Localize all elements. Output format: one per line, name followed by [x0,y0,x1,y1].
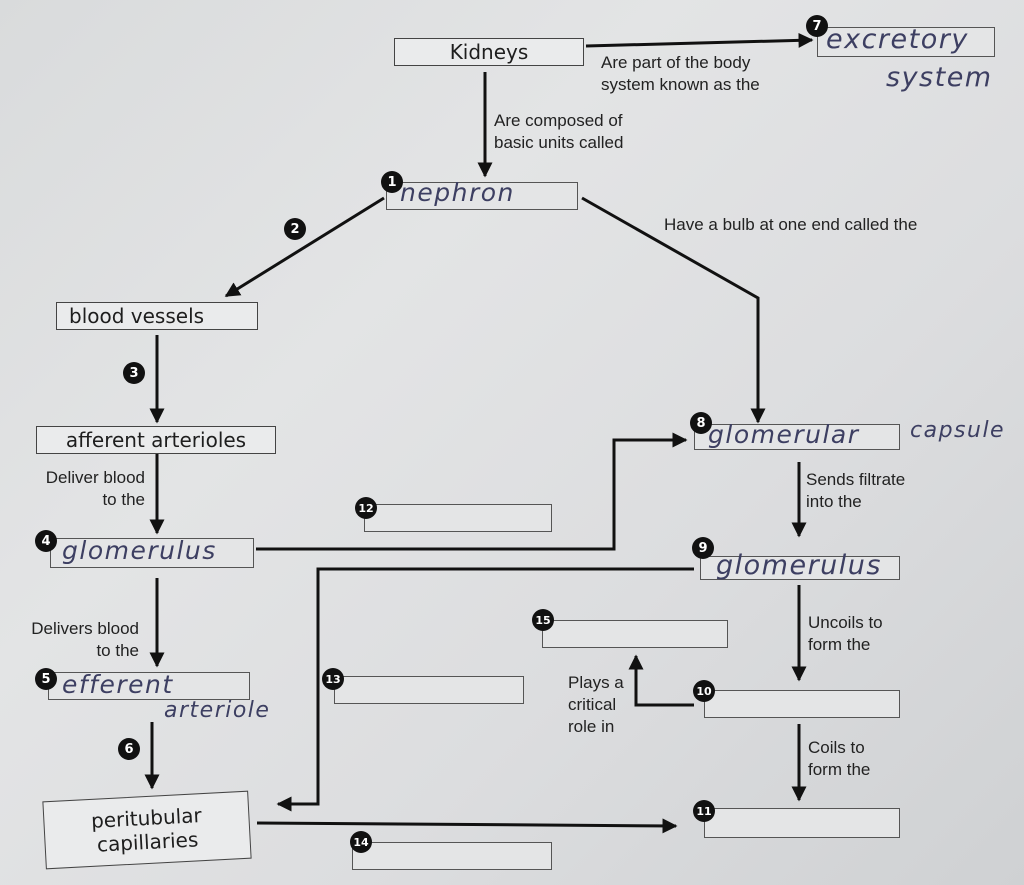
label-plays-critical-role: Plays a critical role in [568,672,624,738]
blood-vessels-box: blood vessels [56,302,258,330]
kidneys-label: Kidneys [449,40,529,64]
label-filtrate-line1: Sends filtrate [806,470,906,489]
label-part-of-line2: system known as the [601,75,760,94]
arrow-kidneys-to-excretory [585,32,814,48]
answer-box-7[interactable] [817,27,995,57]
handwritten-nephron: nephron [400,178,515,207]
arrow-glomerulus-to-glomerular-capsule [256,432,688,551]
badge-6: 6 [118,738,140,760]
label-filtrate-line2: into the [806,492,862,511]
handwritten-glomerulus-4: glomerulus [62,536,217,565]
badge-15: 15 [532,609,554,631]
afferent-arterioles-label: afferent arterioles [65,428,247,452]
badge-4: 4 [35,530,57,552]
handwritten-system: system [886,62,993,93]
answer-box-10[interactable] [704,690,900,718]
badge-2: 2 [284,218,306,240]
label-composed-of: Are composed of basic units called [494,110,623,154]
label-composed-line2: basic units called [494,133,624,152]
answer-box-14[interactable] [352,842,552,870]
label-uncoils-line1: Uncoils to [808,613,883,632]
handwritten-glomerular: glomerular [708,420,860,449]
answer-box-15[interactable] [542,620,728,648]
answer-box-5[interactable] [48,672,250,700]
label-part-of-body-system: Are part of the body system known as the [601,52,760,96]
badge-9: 9 [692,537,714,559]
badge-8: 8 [690,412,712,434]
label-deliver-line1: Deliver blood [45,468,145,487]
badge-14: 14 [350,831,372,853]
handwritten-arteriole: arteriole [164,698,271,723]
badge-7: 7 [806,15,828,37]
label-part-of-line1: Are part of the body [601,53,751,72]
label-uncoils-line2: form the [808,635,871,654]
answer-box-13[interactable] [334,676,524,704]
label-uncoils: Uncoils to form the [808,612,883,656]
badge-3: 3 [123,362,145,384]
answer-box-11[interactable] [704,808,900,838]
label-plays-line2: critical [568,695,617,714]
label-coils-line1: Coils to [808,738,865,757]
label-delivers-blood: Delivers blood to the [4,618,139,662]
arrow-glomerulus-to-peritubular [276,567,694,812]
label-delivers-line1: Delivers blood [31,619,139,638]
badge-10: 10 [693,680,715,702]
label-deliver-blood: Deliver blood to the [20,467,145,511]
label-sends-filtrate: Sends filtrate into the [806,469,905,513]
answer-box-4[interactable] [50,538,254,568]
label-coils-line2: form the [808,760,871,779]
label-deliver-line2: to the [102,490,145,509]
peritubular-capillaries-box: peritubular capillaries [42,790,252,870]
label-plays-line1: Plays a [568,673,624,692]
label-bulb-line1: Have a bulb at one end called the [664,215,918,234]
badge-1: 1 [381,171,403,193]
handwritten-capsule: capsule [910,418,1006,443]
badge-5: 5 [35,668,57,690]
arrow-peritubular-to-box11 [256,818,678,834]
label-bulb: Have a bulb at one end called the [664,214,917,236]
handwritten-efferent: efferent [62,670,174,699]
kidneys-box: Kidneys [394,38,584,66]
label-coils: Coils to form the [808,737,870,781]
peritubular-label-line2: capillaries [96,827,199,857]
answer-box-8[interactable] [694,424,900,450]
badge-12: 12 [355,497,377,519]
arrow-nephron-to-blood-vessels [224,196,385,298]
arrow-nephron-to-glomerular-capsule [581,196,766,424]
afferent-arterioles-box: afferent arterioles [36,426,276,454]
blood-vessels-label: blood vessels [69,304,205,328]
handwritten-glomerulus-9: glomerulus [716,550,882,581]
badge-13: 13 [322,668,344,690]
answer-box-12[interactable] [364,504,552,532]
label-delivers-line2: to the [96,641,139,660]
answer-box-9[interactable] [700,556,900,580]
answer-box-1[interactable] [386,182,578,210]
arrow-box10-to-box15 [628,654,694,707]
label-plays-line3: role in [568,717,615,736]
badge-11: 11 [693,800,715,822]
handwritten-excretory: excretory [826,24,969,55]
label-composed-line1: Are composed of [494,111,623,130]
